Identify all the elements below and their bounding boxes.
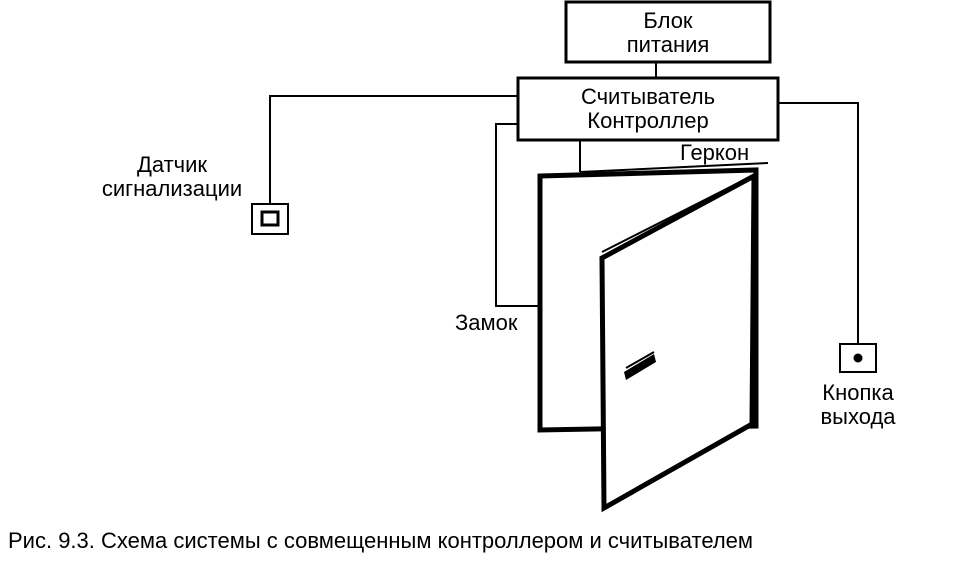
power-supply-box xyxy=(564,0,772,64)
reader-controller-block: Считыватель Контроллер xyxy=(516,76,780,142)
alarm-sensor-label-line2: сигнализации xyxy=(102,176,242,201)
exit-button-dot-icon xyxy=(853,353,863,363)
exit-button-wire xyxy=(778,102,859,344)
power-supply-label-line1: Блок xyxy=(643,8,693,33)
alarm-sensor-inner-icon xyxy=(260,210,280,227)
door-handle-edge xyxy=(625,351,655,369)
exit-button-label-line2: выхода xyxy=(820,404,896,429)
controller-label: Контроллер xyxy=(587,108,708,133)
reader-controller-box xyxy=(516,76,780,142)
reed-switch-label: Геркон xyxy=(680,140,749,165)
door-leaf xyxy=(599,171,757,513)
reed-switch-line xyxy=(579,162,769,173)
door-handle-icon xyxy=(624,354,656,380)
exit-button xyxy=(839,343,877,373)
lock-wire xyxy=(495,123,540,307)
alarm-sensor xyxy=(251,203,289,235)
exit-button-label-line1: Кнопка xyxy=(822,380,894,405)
lock-label: Замок xyxy=(455,310,518,335)
power-supply-label-line2: питания xyxy=(627,32,710,57)
figure-caption: Рис. 9.3. Схема системы с совмещенным ко… xyxy=(8,528,753,553)
alarm-sensor-label-line1: Датчик xyxy=(137,152,207,177)
door-top-edge xyxy=(601,177,749,253)
power-supply-block: Блок питания xyxy=(564,0,772,64)
reader-label: Считыватель xyxy=(581,84,715,109)
alarm-sensor-wire xyxy=(269,95,518,204)
